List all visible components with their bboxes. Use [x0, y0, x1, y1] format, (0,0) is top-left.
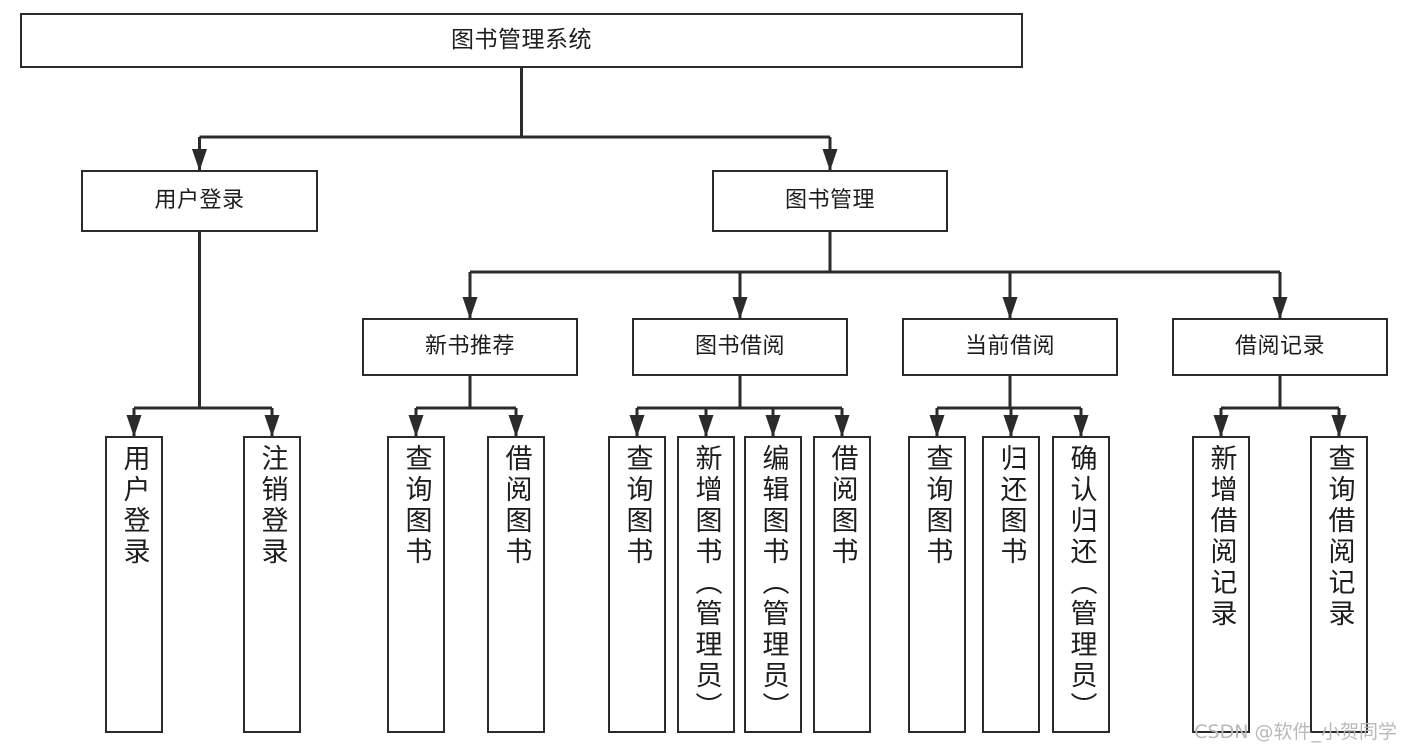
node-label: 借阅记录: [1234, 334, 1325, 360]
node-leaf10[interactable]: 归还图书: [982, 436, 1040, 733]
node-label: 用户登录: [118, 444, 150, 568]
node-root[interactable]: 图书管理系统: [20, 13, 1023, 68]
node-label: 确认归还（管理员）: [1065, 444, 1097, 723]
node-label: 当前借阅: [964, 334, 1055, 360]
node-label: 归还图书: [995, 444, 1027, 568]
node-label: 查询图书: [921, 444, 953, 568]
node-label: 借阅图书: [826, 444, 858, 568]
node-label: 注销登录: [256, 444, 288, 568]
node-leaf1[interactable]: 用户登录: [105, 436, 163, 733]
node-leaf9[interactable]: 查询图书: [908, 436, 966, 733]
node-leaf13[interactable]: 查询借阅记录: [1310, 436, 1368, 733]
node-label: 编辑图书（管理员）: [757, 444, 789, 723]
node-leaf2[interactable]: 注销登录: [243, 436, 301, 733]
node-login[interactable]: 用户登录: [81, 170, 318, 232]
node-label: 查询借阅记录: [1323, 444, 1355, 630]
node-label: 新增借阅记录: [1205, 444, 1237, 630]
node-borrow[interactable]: 图书借阅: [632, 318, 848, 376]
node-label: 查询图书: [400, 444, 432, 568]
node-leaf7[interactable]: 编辑图书（管理员）: [744, 436, 802, 733]
node-leaf5[interactable]: 查询图书: [608, 436, 666, 733]
node-leaf11[interactable]: 确认归还（管理员）: [1052, 436, 1110, 733]
node-label: 用户登录: [154, 188, 245, 214]
node-records[interactable]: 借阅记录: [1172, 318, 1388, 376]
node-label: 新增图书（管理员）: [690, 444, 722, 723]
node-leaf3[interactable]: 查询图书: [387, 436, 445, 733]
node-leaf8[interactable]: 借阅图书: [813, 436, 871, 733]
node-leaf4[interactable]: 借阅图书: [487, 436, 545, 733]
node-newbook[interactable]: 新书推荐: [362, 318, 578, 376]
node-bookmgmt[interactable]: 图书管理: [712, 170, 948, 232]
node-label: 查询图书: [621, 444, 653, 568]
node-current[interactable]: 当前借阅: [902, 318, 1118, 376]
node-leaf12[interactable]: 新增借阅记录: [1192, 436, 1250, 733]
node-leaf6[interactable]: 新增图书（管理员）: [677, 436, 735, 733]
node-label: 借阅图书: [500, 444, 532, 568]
node-label: 图书管理系统: [451, 26, 592, 53]
node-label: 图书借阅: [694, 334, 785, 360]
node-label: 新书推荐: [424, 334, 515, 360]
node-label: 图书管理: [784, 188, 875, 214]
